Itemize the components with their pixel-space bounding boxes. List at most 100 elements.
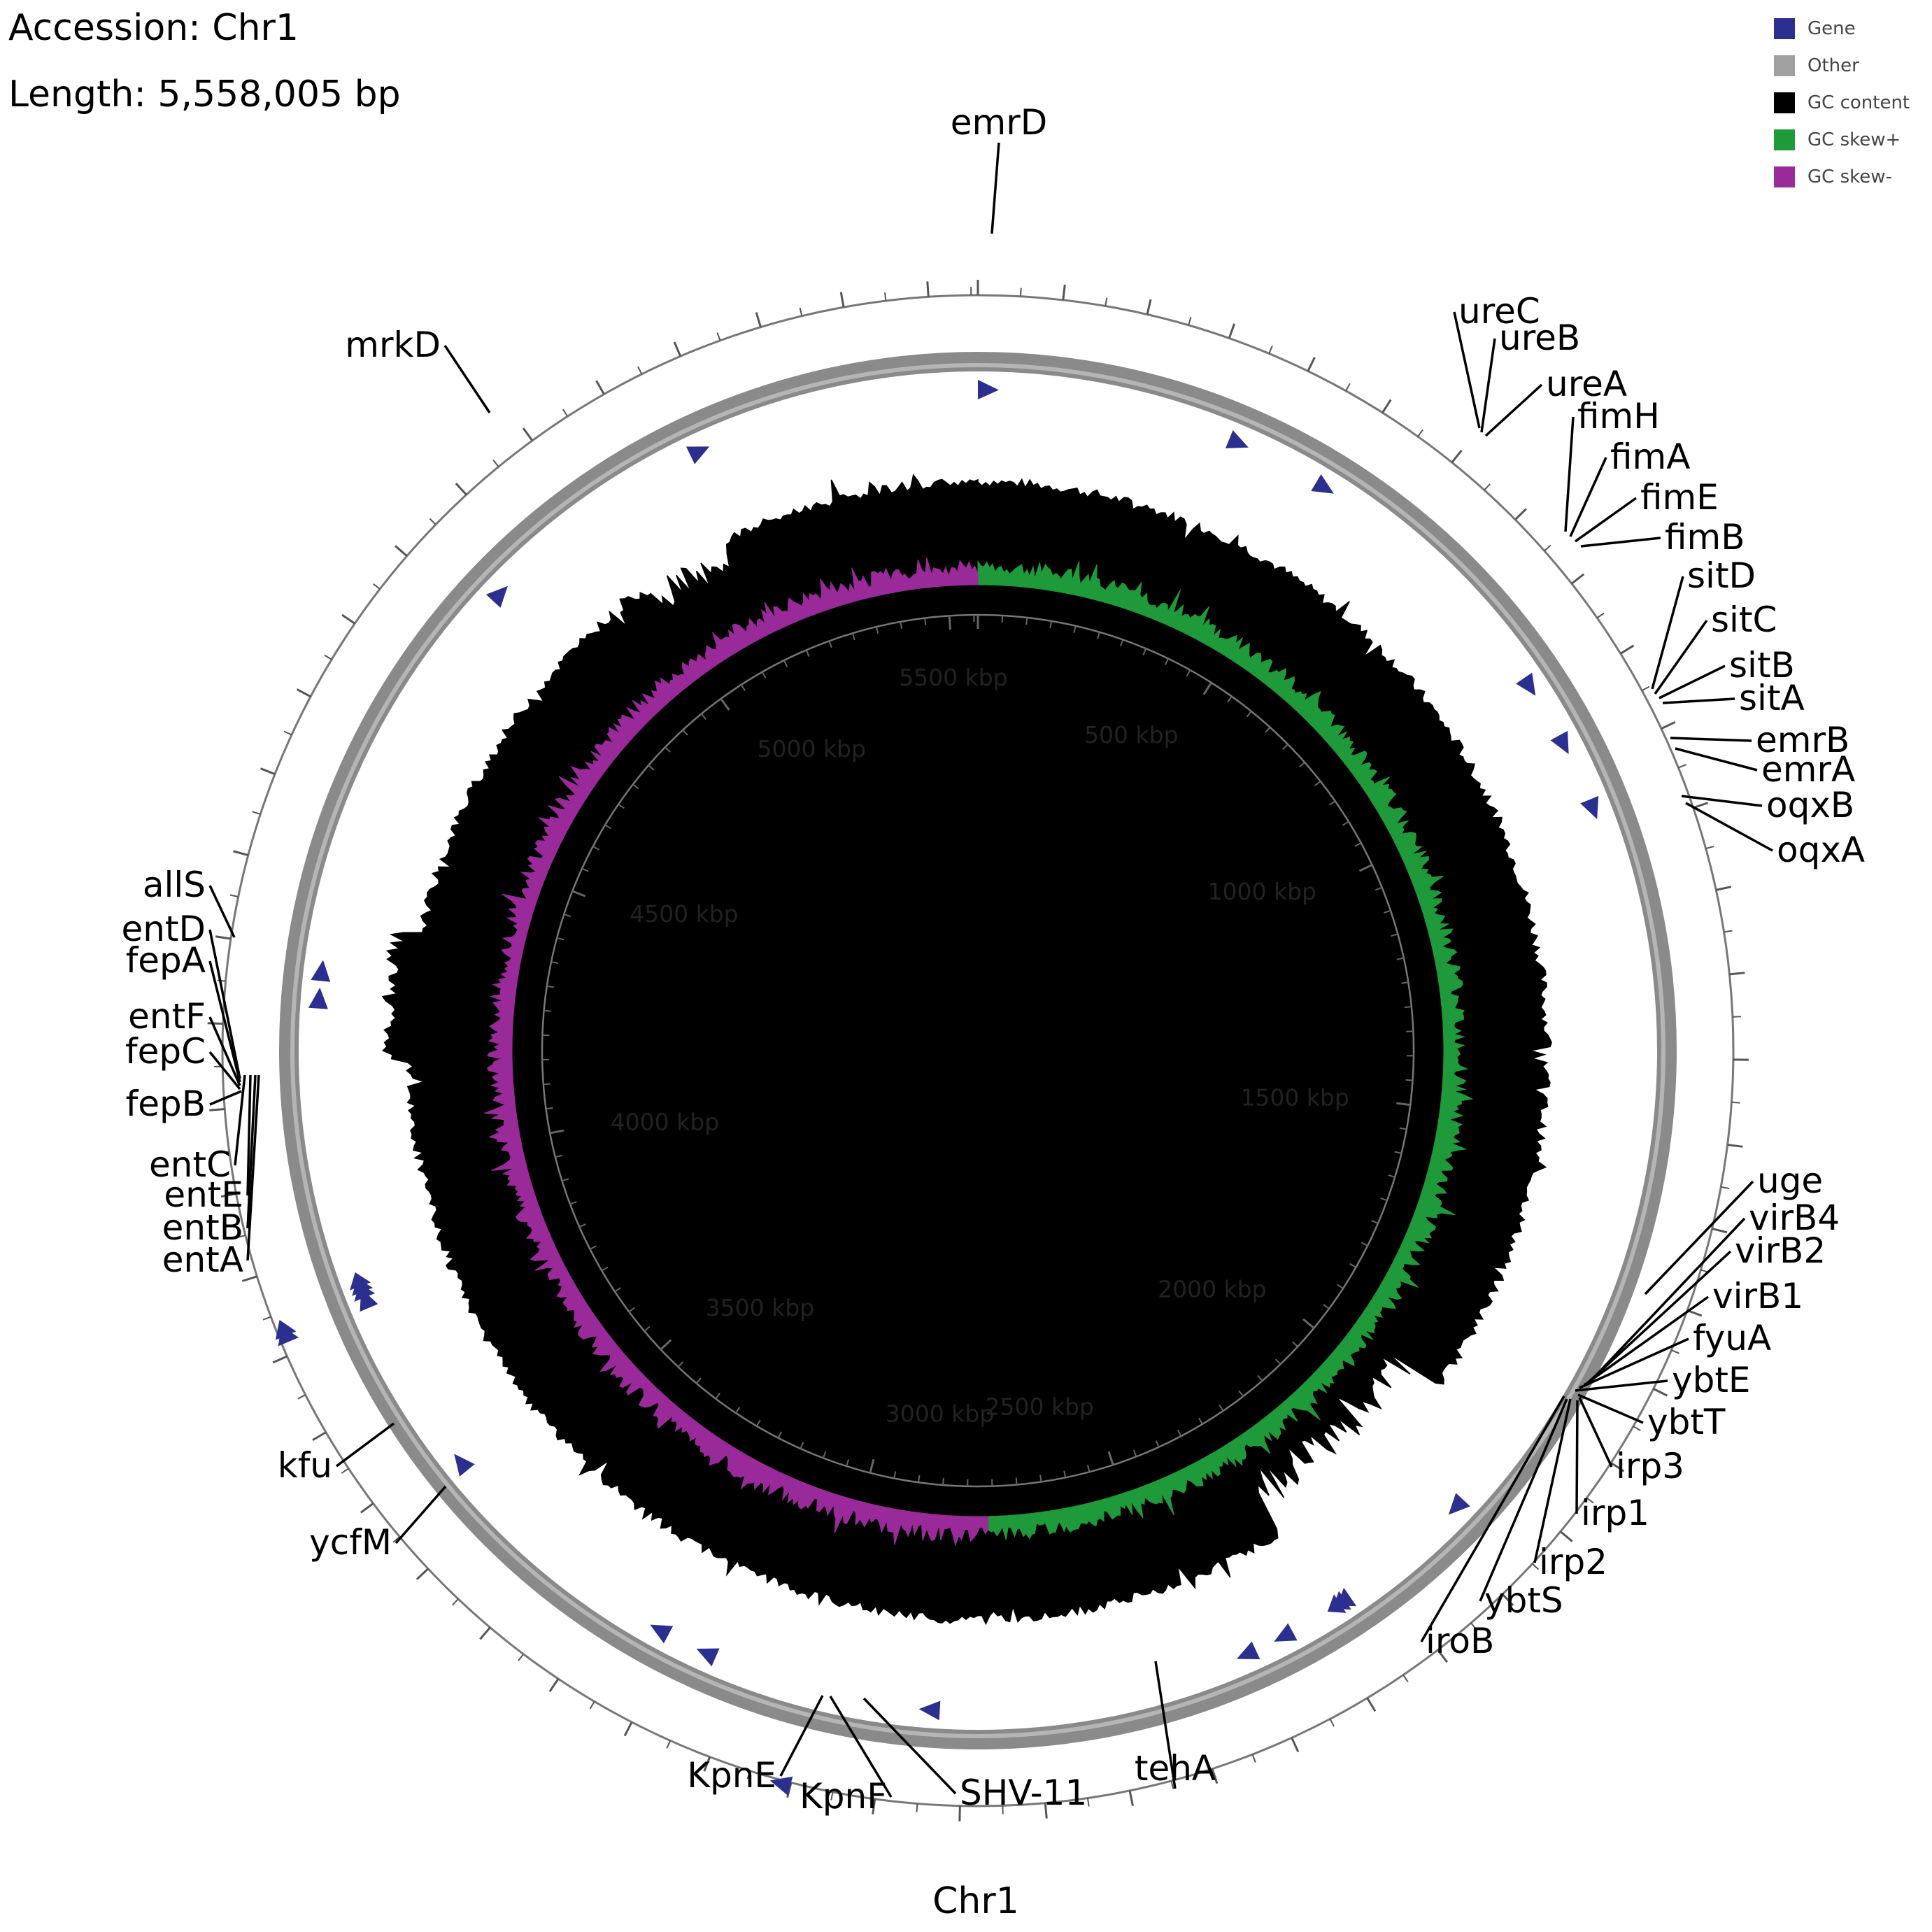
- outer-tick: [1596, 612, 1605, 619]
- inner-tick: [1198, 1417, 1203, 1425]
- outer-tick: [455, 483, 467, 496]
- inner-tick: [549, 1129, 564, 1135]
- gene-arrow: [485, 585, 508, 608]
- gene-label: entB: [162, 1207, 243, 1248]
- inner-tick: [562, 1178, 569, 1182]
- gene-leader-line: [1574, 497, 1638, 543]
- inner-tick: [1405, 1079, 1413, 1081]
- kbp-label: 5500 kbp: [899, 664, 1007, 691]
- inner-tick: [1361, 1242, 1368, 1246]
- outer-tick: [589, 1700, 595, 1710]
- inner-tick: [1396, 1102, 1411, 1107]
- gene-label: sitB: [1729, 645, 1795, 686]
- inner-tick: [1337, 1284, 1344, 1289]
- gene-leader-line: [1685, 802, 1773, 852]
- outer-tick: [673, 341, 682, 357]
- gc-content-track: [381, 474, 1552, 1626]
- inner-tick: [1388, 1174, 1395, 1178]
- inner-tick: [761, 672, 767, 679]
- outer-tick: [716, 332, 721, 341]
- outer-tick: [799, 307, 803, 316]
- legend-swatch: [1774, 92, 1795, 113]
- inner-tick: [614, 1287, 621, 1293]
- inner-tick: [1354, 842, 1362, 847]
- outer-tick: [1586, 1497, 1594, 1504]
- kbp-label: 2500 kbp: [985, 1393, 1093, 1421]
- gene-labels: emrDureCureBureAfimHfimAfimEfimBsitDsitC…: [121, 102, 1865, 1817]
- inner-tick: [1375, 886, 1383, 891]
- gene-leader-line: [1580, 537, 1661, 548]
- inner-tick: [555, 1154, 562, 1158]
- inner-tick: [948, 616, 951, 630]
- inner-tick: [1394, 1151, 1402, 1154]
- inner-tick: [601, 1266, 609, 1272]
- outer-tick: [1641, 686, 1650, 692]
- outer-tick: [522, 427, 534, 441]
- outer-tick: [207, 1022, 223, 1025]
- outer-tick: [312, 1431, 327, 1442]
- legend-item: GC content: [1774, 84, 1910, 121]
- outer-tick: [236, 1235, 246, 1238]
- inner-tick: [1219, 1405, 1224, 1412]
- inner-tick: [1177, 1429, 1182, 1437]
- gene-label: sitD: [1687, 555, 1756, 596]
- outer-tick: [215, 935, 232, 940]
- gene-leader-line: [1569, 457, 1607, 537]
- gene-label: uge: [1757, 1160, 1823, 1201]
- outer-tick: [1228, 323, 1236, 339]
- inner-tick: [1257, 1375, 1263, 1381]
- inner-tick: [563, 914, 571, 918]
- inner-tick: [1384, 909, 1391, 914]
- kbp-label: 500 kbp: [1084, 721, 1178, 748]
- gene-label: mrkD: [345, 325, 441, 365]
- inner-tick: [592, 846, 599, 851]
- gene-leader-line: [1453, 311, 1481, 429]
- legend-label: Gene: [1807, 17, 1856, 39]
- outer-tick: [297, 1394, 306, 1400]
- gene-leader-line: [246, 1074, 252, 1196]
- inner-tick: [1282, 744, 1288, 750]
- outer-tick: [1727, 1144, 1743, 1148]
- inner-tick: [1371, 1220, 1379, 1224]
- gene-arrow: [1225, 430, 1249, 448]
- gene-arrow: [350, 1272, 371, 1291]
- gene-leader-line: [208, 1016, 241, 1086]
- outer-tick: [1514, 508, 1527, 520]
- outer-tick: [1715, 886, 1732, 891]
- gene-leader-line: [208, 885, 236, 938]
- gene-arrow: [1327, 1594, 1347, 1613]
- inner-tick: [700, 713, 706, 720]
- gene-leader-line: [1675, 747, 1758, 772]
- outer-tick: [360, 1503, 374, 1514]
- gene-label: fimB: [1665, 517, 1745, 557]
- kbp-label: 1000 kbp: [1207, 878, 1316, 905]
- legend-label: GC skew+: [1807, 129, 1901, 150]
- outer-tick: [1484, 483, 1491, 491]
- outer-tick: [1693, 802, 1708, 809]
- inner-tick: [893, 1471, 897, 1479]
- inner-tick: [1274, 1358, 1281, 1365]
- gene-label: ybtE: [1672, 1360, 1751, 1400]
- outer-tick: [341, 1468, 349, 1474]
- gene-leader-line: [990, 142, 1000, 234]
- gene-label: SHV-11: [960, 1773, 1087, 1813]
- outer-tick: [1381, 399, 1392, 413]
- outer-tick: [1146, 299, 1152, 315]
- inner-tick: [783, 660, 788, 667]
- gene-leader-line: [1484, 383, 1543, 437]
- gene-label: emrA: [1761, 749, 1855, 790]
- outer-tick: [872, 1798, 876, 1814]
- gene-leader-line: [862, 1697, 957, 1795]
- inner-tick: [1396, 957, 1404, 960]
- gene-arrow: [275, 1319, 297, 1340]
- gene-label: entE: [164, 1174, 243, 1215]
- gene-leader-line: [1654, 619, 1708, 695]
- inner-kbp-ring: [541, 613, 1415, 1488]
- gene-leader-line: [1592, 1217, 1746, 1379]
- gene-arrow: [454, 1454, 475, 1477]
- inner-tick: [1025, 617, 1028, 625]
- outer-tick: [1268, 345, 1273, 354]
- inner-tick: [556, 937, 564, 941]
- outer-tick: [548, 1678, 560, 1693]
